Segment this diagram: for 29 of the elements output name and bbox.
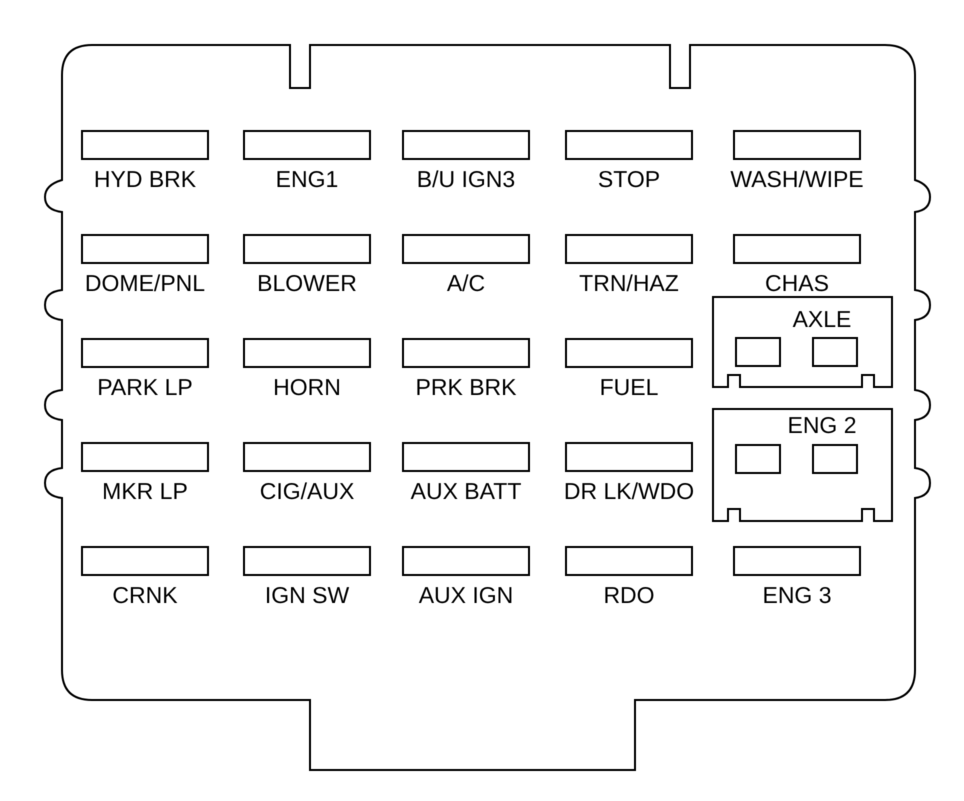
fuse-label: RDO: [603, 584, 655, 607]
fuse-label: CRNK: [112, 584, 178, 607]
fuse-label: AUX BATT: [410, 480, 522, 503]
fuse-label: CIG/AUX: [260, 480, 354, 503]
fuse-label: B/U IGN3: [416, 168, 516, 191]
fuse-label: TRN/HAZ: [579, 272, 679, 295]
fuse-label: CHAS: [765, 272, 829, 295]
fuse-label: IGN SW: [264, 584, 350, 607]
fuse-label: PARK LP: [97, 376, 193, 399]
relay-label: ENG 2: [787, 414, 857, 437]
fuse-label: DOME/PNL: [84, 272, 206, 295]
relay-label: AXLE: [792, 308, 852, 331]
fuse-label: AUX IGN: [418, 584, 514, 607]
fuse-label: STOP: [598, 168, 660, 191]
fuse-label: ENG 3: [762, 584, 832, 607]
fuse-label: MKR LP: [102, 480, 188, 503]
fuse-label: DR LK/WDO: [564, 480, 694, 503]
fuse-label: PRK BRK: [416, 376, 516, 399]
fuse-label: A/C: [446, 272, 486, 295]
relay-socket: [735, 444, 781, 474]
fuse-label: ENG1: [276, 168, 338, 191]
fuse-label: BLOWER: [257, 272, 357, 295]
fuse-label: HORN: [273, 376, 341, 399]
relay-socket: [812, 337, 858, 367]
fuse-label: WASH/WIPE: [730, 168, 864, 191]
relay-socket: [735, 337, 781, 367]
fuse-label: HYD BRK: [94, 168, 196, 191]
relay-socket: [812, 444, 858, 474]
fuse-label: FUEL: [600, 376, 658, 399]
